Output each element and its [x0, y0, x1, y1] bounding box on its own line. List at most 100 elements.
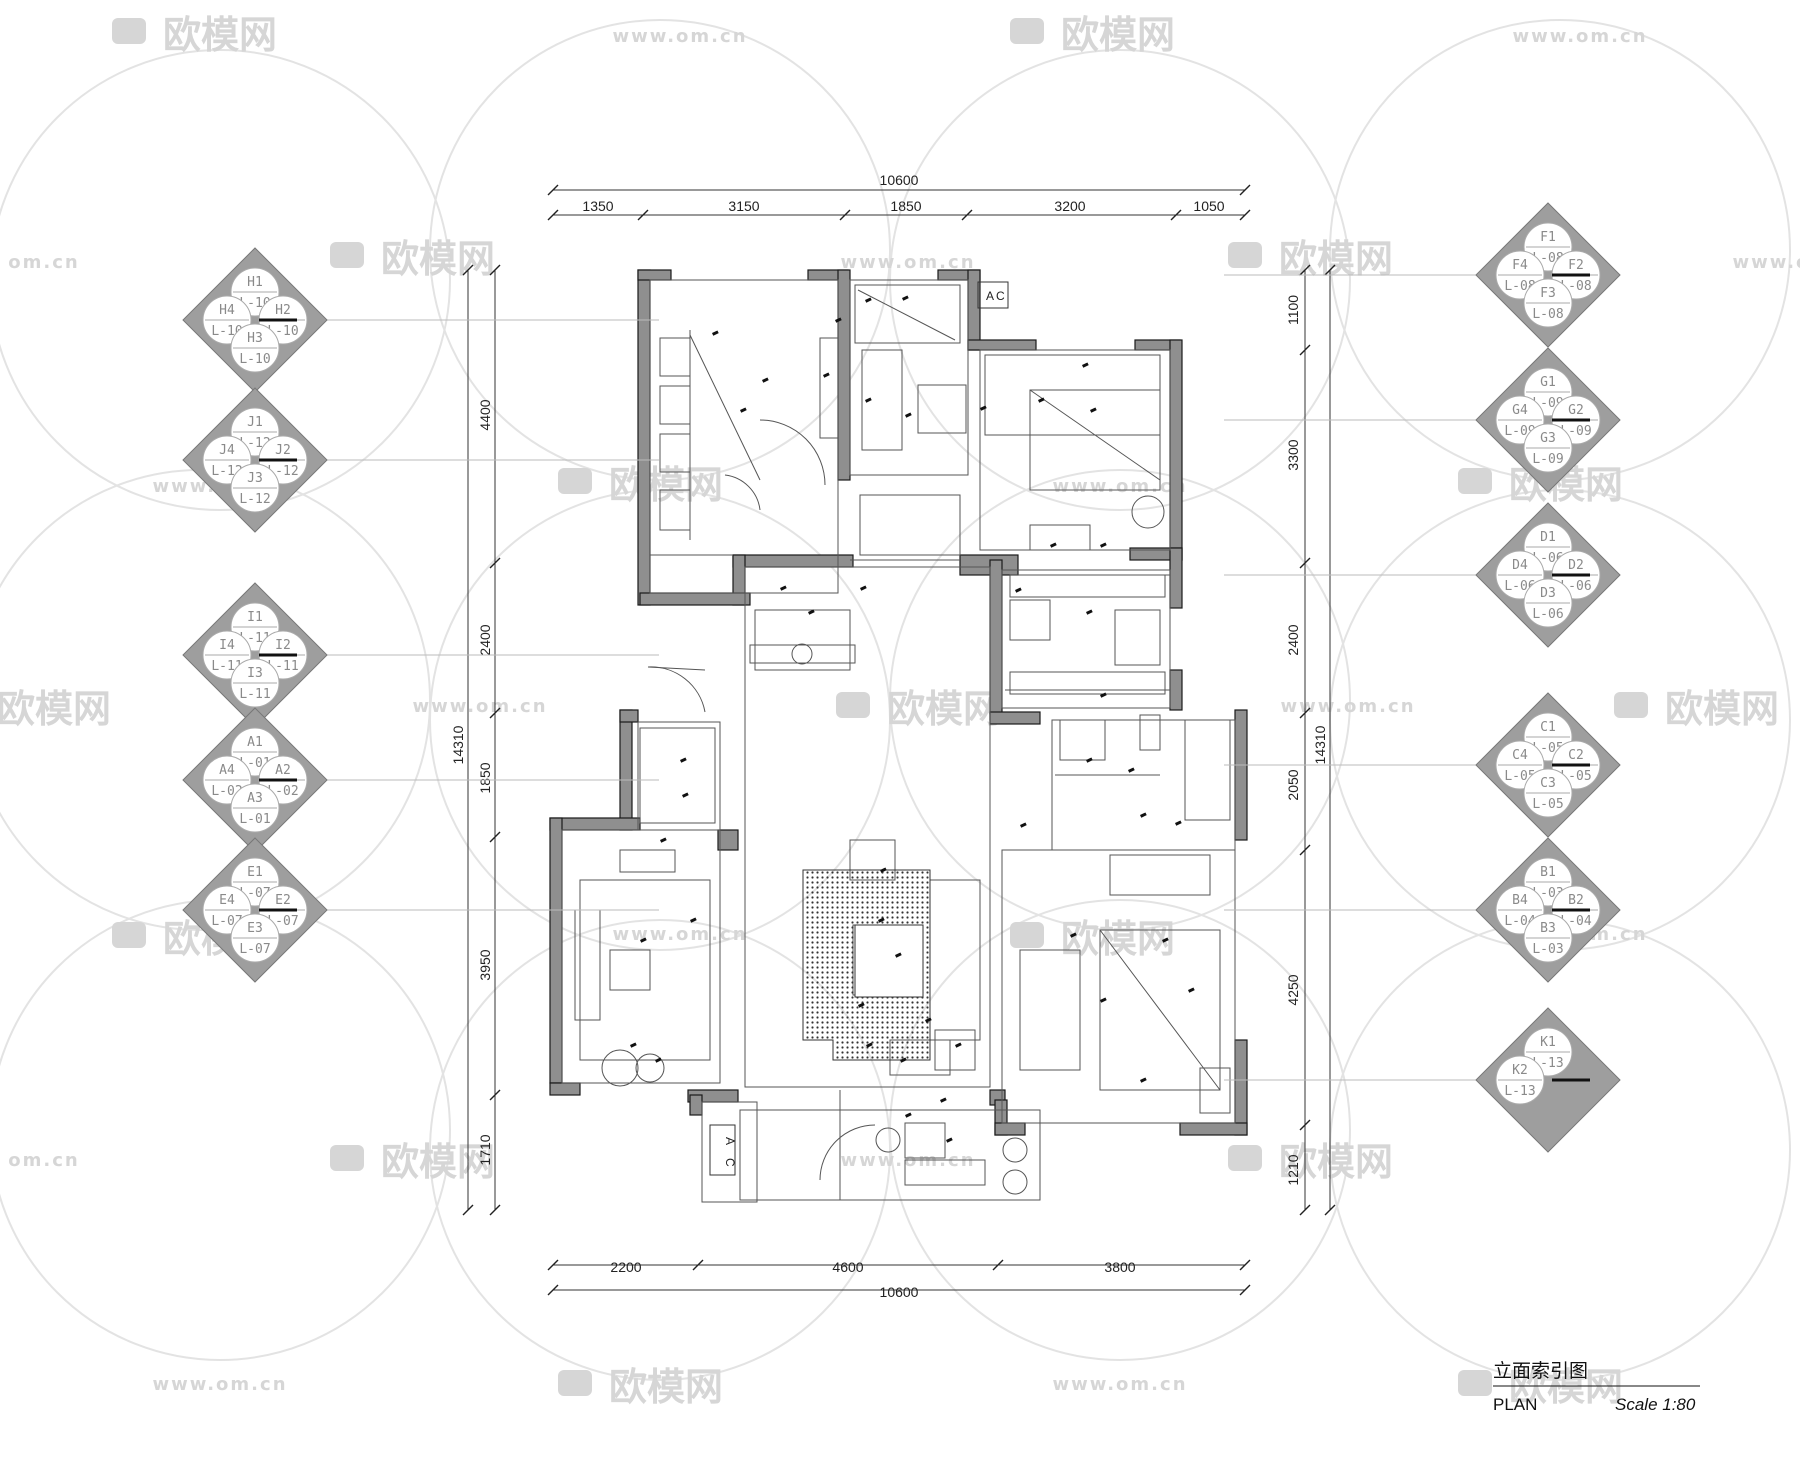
ceiling-fixture-mark: [880, 867, 887, 873]
marker-pointer: [259, 318, 297, 322]
ac-label-a: A: [723, 1137, 737, 1145]
elevation-reference-lines: [299, 274, 1504, 1081]
watermark-brand: 欧模网: [1061, 13, 1175, 57]
watermark-logo-icon: [330, 1145, 364, 1171]
dim-left-seg: 3950: [477, 949, 493, 980]
ceiling-fixture-mark: [946, 1137, 953, 1143]
watermark-url: www.om.cn: [612, 26, 747, 47]
dim-tick: [547, 1259, 559, 1271]
dim-right-seg: 4250: [1285, 974, 1301, 1005]
marker-id: H2: [275, 303, 291, 318]
marker-diamond: [182, 837, 328, 983]
watermark-logo-icon: [1010, 18, 1044, 44]
ceiling-fixture-mark: [1086, 757, 1093, 763]
dim-right-labels: 14310 1100 3300 2400 2050 4250 1210: [1285, 295, 1328, 1186]
marker-pointer: [1552, 273, 1590, 277]
ceiling-fixture-mark: [823, 372, 830, 378]
marker-id: B2: [1568, 893, 1584, 908]
dim-tick: [547, 1284, 559, 1296]
marker-id: D3: [1540, 586, 1556, 601]
ceiling-fixture-mark: [955, 1042, 962, 1048]
ceiling-fixture-mark: [1162, 937, 1169, 943]
marker-id: E2: [275, 893, 291, 908]
dim-tick: [1324, 264, 1336, 276]
marker-id: C4: [1512, 748, 1528, 763]
marker-sheet-ref: L-09: [1532, 452, 1563, 467]
dim-tick: [489, 1089, 501, 1101]
ceiling-fixture-mark: [900, 1057, 907, 1063]
marker-id: G1: [1540, 375, 1556, 390]
marker-diamond: [1475, 502, 1621, 648]
dim-tick: [1299, 1204, 1311, 1216]
dim-bottom-segments: 2200 4600 3800: [610, 1259, 1135, 1275]
watermark-logo-icon: [112, 18, 146, 44]
marker-pointer: [1552, 418, 1590, 422]
marker-pointer: [1552, 573, 1590, 577]
marker-pointer: [259, 653, 297, 657]
watermark-brand: 欧模网: [0, 687, 111, 731]
ceiling-fixture-mark: [740, 407, 747, 413]
dim-left-seg: 1710: [477, 1134, 493, 1165]
dim-top-seg: 1050: [1193, 198, 1224, 214]
ceiling-fixture-mark: [1037, 397, 1045, 403]
watermark-brand: 欧模网: [1665, 687, 1779, 731]
dim-right-total: 14310: [1312, 725, 1328, 764]
watermark-arc: [1329, 919, 1791, 1381]
dim-right-seg: 3300: [1285, 439, 1301, 470]
ceiling-fixture-mark: [660, 837, 667, 843]
ceiling-fixture-mark: [940, 1097, 947, 1103]
dim-tick: [839, 209, 851, 221]
watermark-brand: 欧模网: [381, 1140, 495, 1184]
marker-id: F1: [1540, 230, 1556, 245]
watermark-url: www.om.cn: [1052, 476, 1187, 497]
marker-id: I3: [247, 666, 263, 681]
watermark-logo-icon: [1228, 242, 1262, 268]
watermark-url: www.om.cn: [612, 924, 747, 945]
watermark-logo-icon: [558, 1370, 592, 1396]
watermark-url: www.om.cn: [1280, 696, 1415, 717]
marker-sheet-ref: L-05: [1532, 797, 1563, 812]
marker-diamond: [1475, 202, 1621, 348]
elevation-markers: H1L-10H4L-10H2L-10H3L-10J1L-12J4L-12J2L-…: [182, 202, 1621, 1153]
ceiling-fixture-mark: [1128, 767, 1135, 773]
watermark-brand: 欧模网: [609, 1365, 723, 1409]
dim-bottom-seg: 4600: [832, 1259, 863, 1275]
marker-sheet-ref: L-10: [239, 352, 270, 367]
ceiling-fixture-mark: [808, 609, 815, 615]
dim-tick: [489, 557, 501, 569]
dim-tick: [1239, 1284, 1251, 1296]
ceiling-fixture-mark: [1140, 1077, 1147, 1083]
ceiling-fixture-mark: [858, 1002, 865, 1008]
dim-left-seg: 1850: [477, 762, 493, 793]
marker-id: B4: [1512, 893, 1528, 908]
coffee-table: [854, 924, 924, 998]
ceiling-fixture-mark: [925, 1017, 932, 1023]
marker-id: A1: [247, 735, 263, 750]
watermark-logo-icon: [1010, 922, 1044, 948]
watermark-brand: 欧模网: [1279, 237, 1393, 281]
ceiling-fixture-mark: [1140, 812, 1147, 818]
dim-right-seg: 2400: [1285, 624, 1301, 655]
ceiling-fixture-mark: [865, 397, 872, 403]
ceiling-fixture-mark: [1100, 542, 1107, 548]
ceiling-fixture-mark: [640, 937, 647, 943]
ceiling-fixture-mark: [1015, 587, 1022, 593]
marker-id: D1: [1540, 530, 1556, 545]
ceiling-fixture-mark: [895, 952, 902, 958]
ceiling-fixture-mark: [629, 1042, 637, 1048]
ceiling-fixture-mark: [1100, 692, 1107, 698]
marker-sheet-ref: L-13: [1504, 1084, 1535, 1099]
watermark-logo-icon: [1458, 1370, 1492, 1396]
marker-id: B3: [1540, 921, 1556, 936]
watermark-url: www.om.cn: [1732, 252, 1800, 273]
dim-left-seg: 4400: [477, 399, 493, 430]
dim-tick: [1324, 1204, 1336, 1216]
dimension-ticks: [462, 184, 1336, 1296]
